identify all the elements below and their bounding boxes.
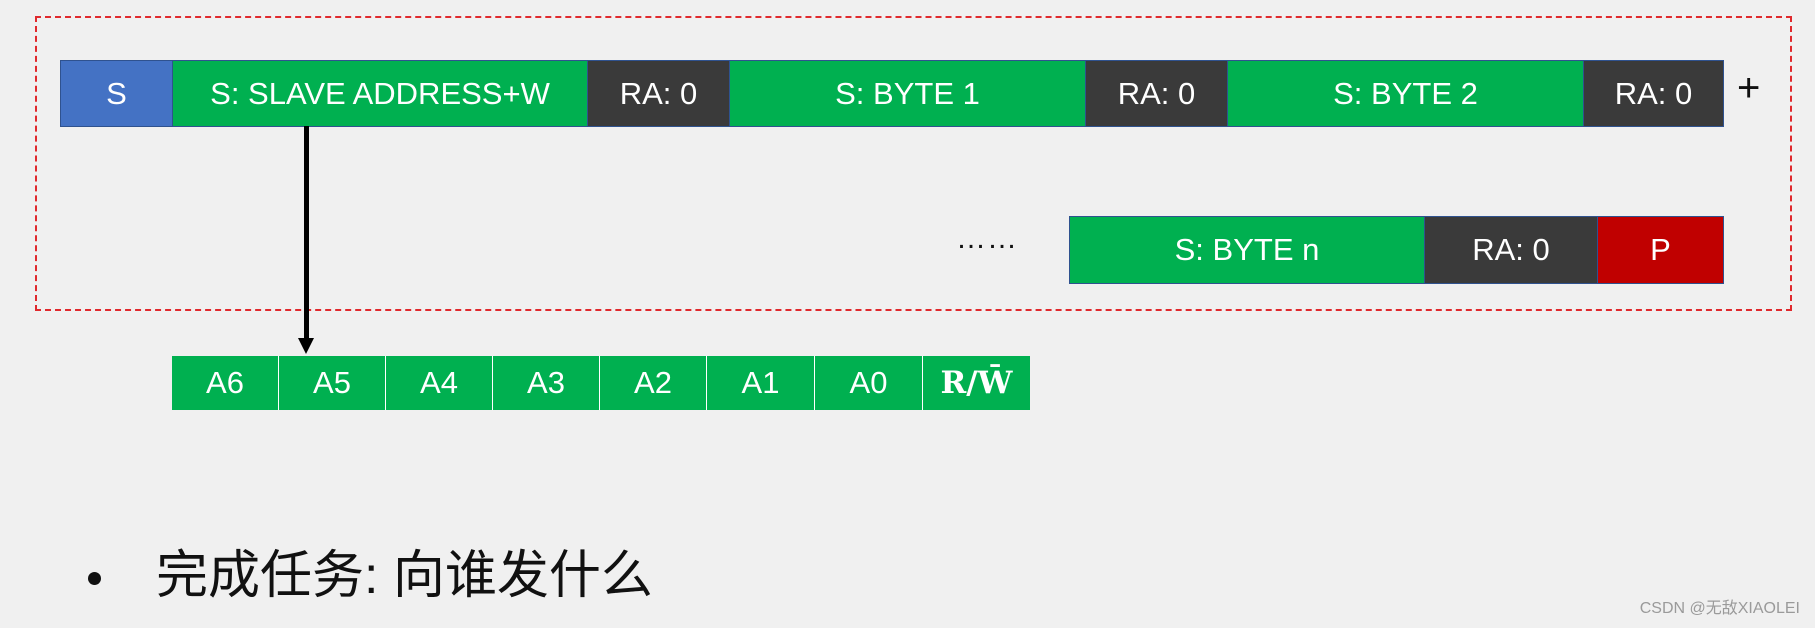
task-description: 完成任务: 向谁发什么 bbox=[156, 547, 653, 605]
ack-block-n: RA: 0 bbox=[1424, 216, 1598, 284]
byte-n-block: S: BYTE n bbox=[1069, 216, 1425, 284]
byte-2-block: S: BYTE 2 bbox=[1227, 60, 1584, 127]
ellipsis-text: …… bbox=[956, 222, 1018, 255]
ack-block-1: RA: 0 bbox=[587, 60, 730, 127]
ack-block-2: RA: 0 bbox=[1085, 60, 1228, 127]
watermark: CSDN @无敌XIAOLEI bbox=[1639, 600, 1800, 617]
slave-address-write-block: S: SLAVE ADDRESS+W bbox=[172, 60, 588, 127]
address-bit-a1: A1 bbox=[707, 356, 816, 410]
bullet-point bbox=[88, 572, 101, 585]
address-bit-a4: A4 bbox=[386, 356, 494, 410]
start-condition-block: S bbox=[60, 60, 173, 127]
address-bit-a6: A6 bbox=[172, 356, 280, 410]
byte-1-block: S: BYTE 1 bbox=[729, 60, 1086, 127]
expand-arrow-head bbox=[298, 338, 314, 354]
address-bit-a3: A3 bbox=[493, 356, 601, 410]
address-bit-a0: A0 bbox=[815, 356, 924, 410]
ack-block-3: RA: 0 bbox=[1583, 60, 1724, 127]
expand-arrow-line bbox=[304, 126, 309, 340]
address-bit-a5: A5 bbox=[279, 356, 387, 410]
address-bit-a2: A2 bbox=[600, 356, 708, 410]
read-write-bit: R/W̄ bbox=[923, 356, 1030, 410]
stop-condition-block: P bbox=[1597, 216, 1724, 284]
i2c-frame-dashed-border bbox=[35, 16, 1792, 311]
continuation-plus: + bbox=[1737, 66, 1761, 110]
